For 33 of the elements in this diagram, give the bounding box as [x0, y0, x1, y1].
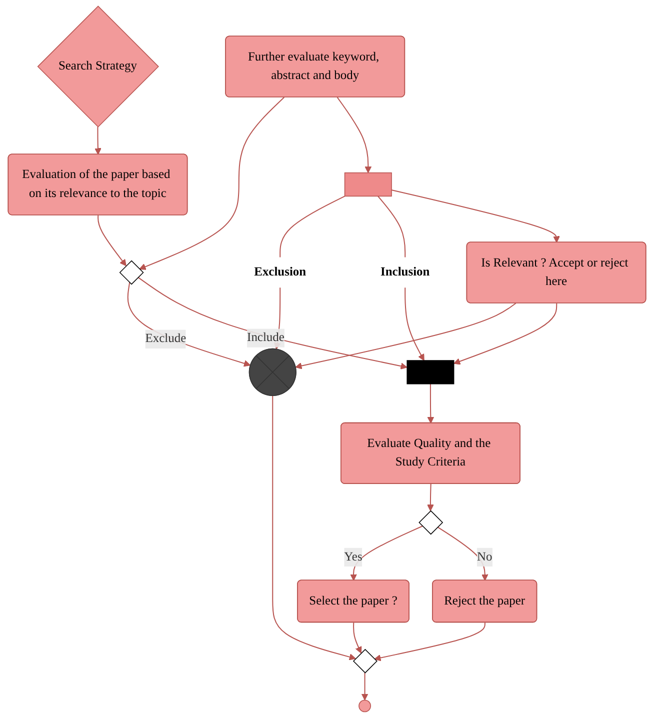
node-text: Exclusion	[254, 265, 306, 279]
arrow	[98, 215, 126, 266]
edge-label: Yes	[344, 550, 362, 564]
arrow	[454, 303, 558, 365]
arrow	[127, 282, 251, 367]
arrow	[427, 384, 434, 424]
node-diamond	[119, 260, 144, 285]
arrow	[139, 96, 285, 270]
arrow	[391, 189, 560, 243]
node-diamond: Search Strategy	[37, 6, 159, 128]
edge-label: No	[476, 550, 492, 564]
connector	[280, 196, 345, 258]
arrow	[404, 288, 424, 361]
connector	[378, 196, 406, 258]
arrow	[437, 526, 488, 581]
node-circle	[358, 700, 372, 712]
arrow	[427, 484, 434, 512]
arrow	[272, 396, 356, 660]
edge-label: Exclude	[145, 332, 186, 346]
arrow	[138, 276, 408, 370]
edge-label: Include	[247, 331, 284, 344]
arrow	[350, 526, 423, 581]
arrow	[295, 302, 516, 370]
node-text: Inclusion	[380, 265, 430, 279]
arrow	[94, 126, 102, 155]
arrow	[361, 672, 368, 700]
node-diamond	[352, 648, 378, 674]
node-cross	[344, 172, 392, 197]
node-cross	[406, 360, 454, 384]
arrow	[374, 622, 486, 662]
arrow	[336, 97, 372, 174]
node-diamond	[418, 510, 444, 535]
arrow	[353, 622, 362, 654]
